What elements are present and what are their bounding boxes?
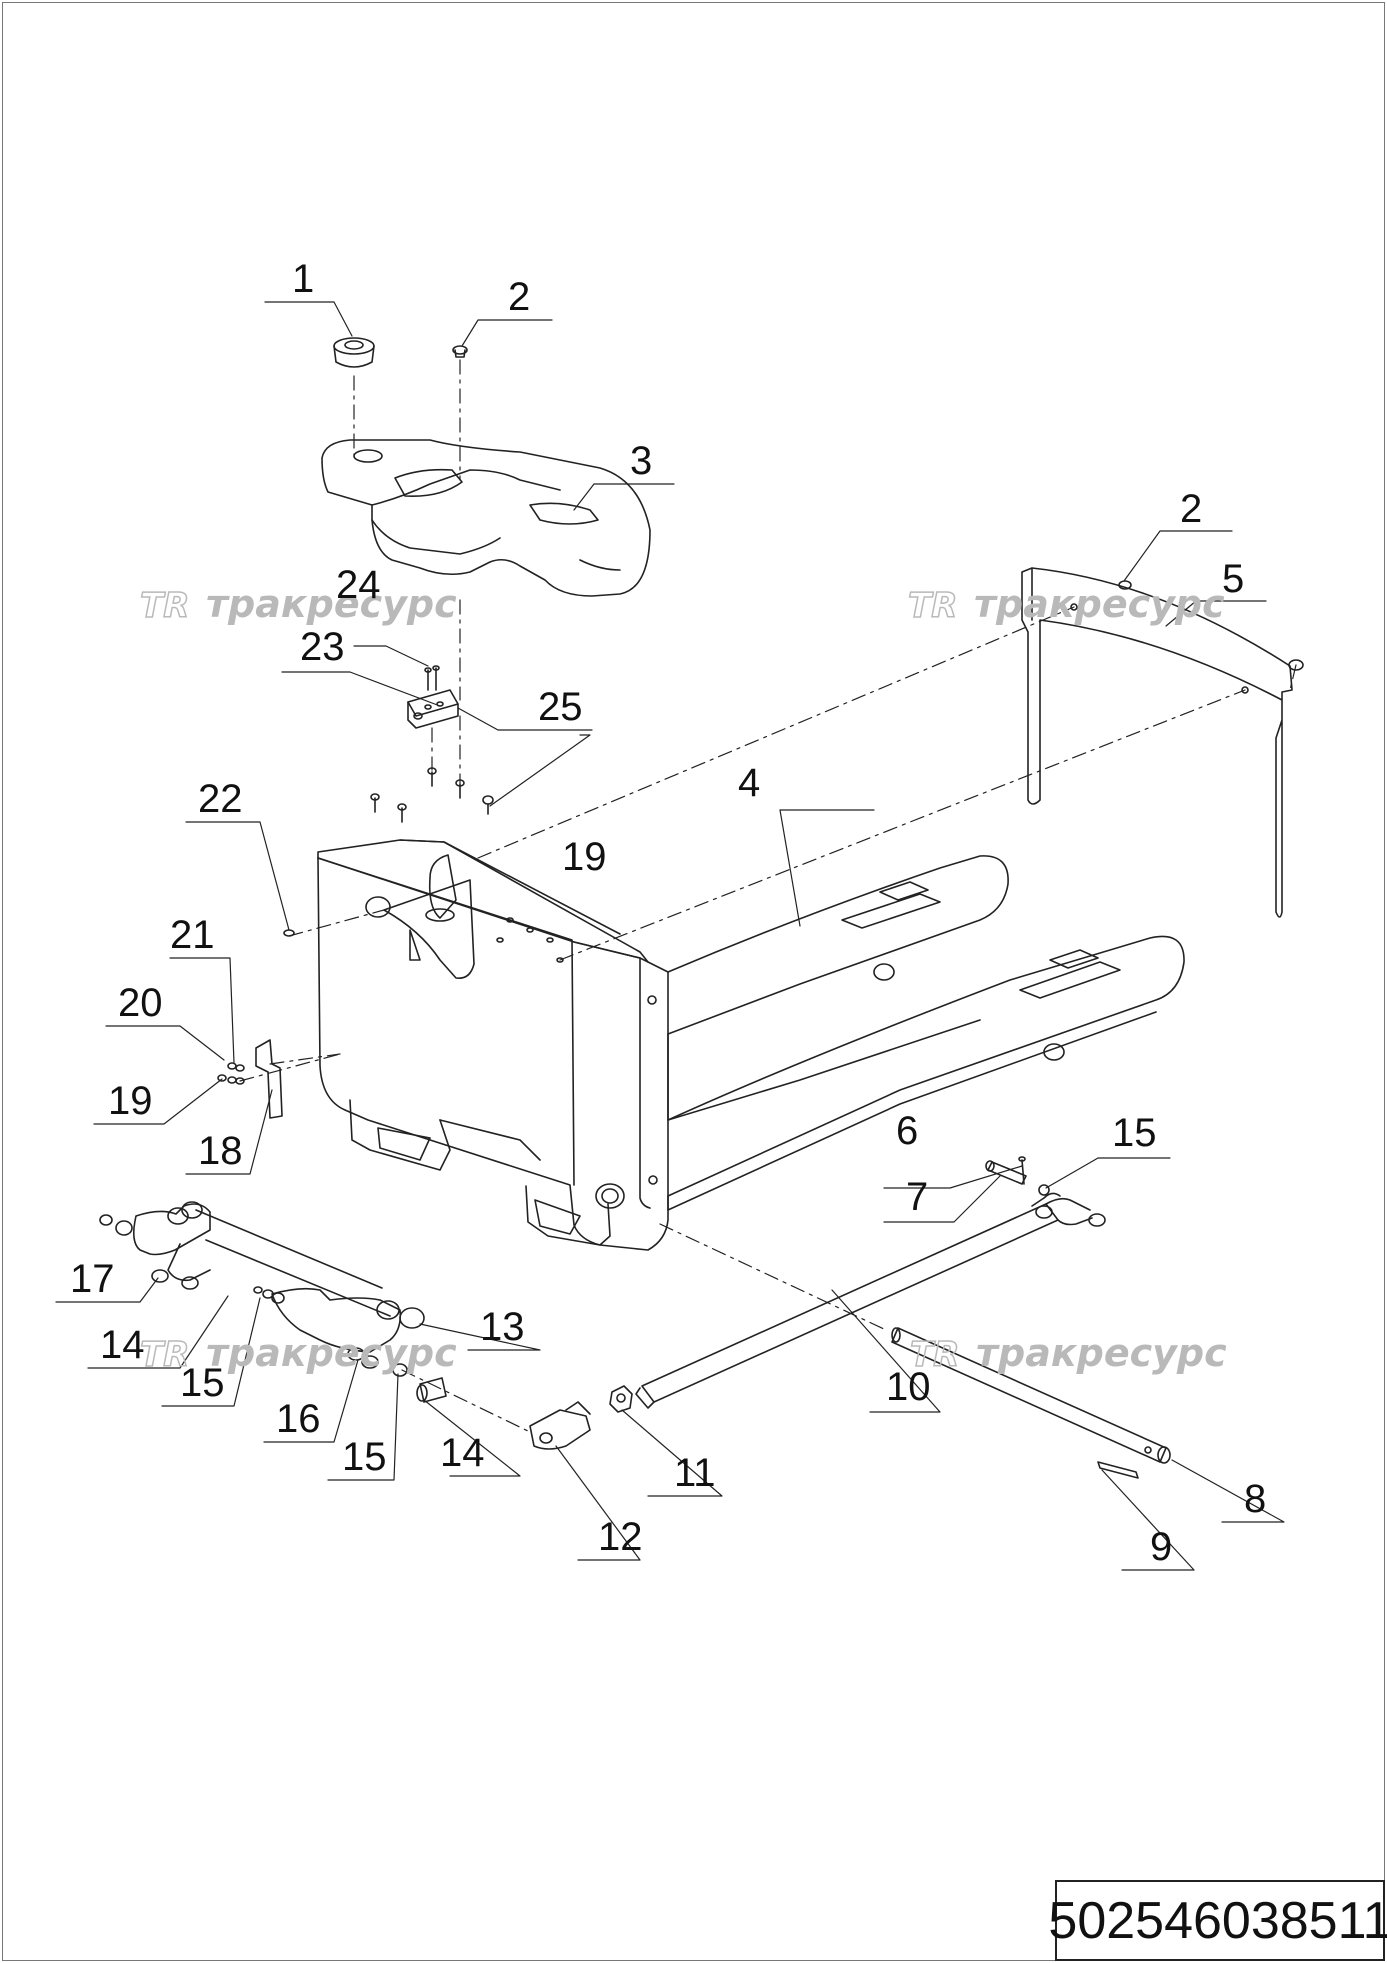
part-drive-rod xyxy=(635,1192,1106,1409)
callout-16: 16 xyxy=(276,1397,321,1441)
callout-9: 9 xyxy=(1150,1525,1172,1569)
callout-leaders xyxy=(55,301,1285,1571)
callout-11: 11 xyxy=(674,1451,716,1495)
callout-4: 4 xyxy=(738,761,760,805)
callout-14-left: 14 xyxy=(100,1323,145,1367)
assembly-axis-lines xyxy=(239,359,1297,1433)
callout-23: 23 xyxy=(300,625,345,669)
callout-6: 6 xyxy=(896,1109,918,1153)
part-clevis xyxy=(529,1401,591,1450)
svg-text:TR: TR xyxy=(140,1335,189,1375)
callout-17: 17 xyxy=(70,1257,115,1301)
watermark-2: TR тракресурс xyxy=(907,582,1225,627)
svg-text:TR: TR xyxy=(908,586,957,626)
callout-25: 25 xyxy=(538,685,583,729)
callout-3: 3 xyxy=(630,439,652,483)
watermark-1: TR тракресурс xyxy=(139,582,457,627)
callout-14-lower: 14 xyxy=(440,1431,485,1475)
part-top-cover xyxy=(321,439,651,597)
svg-text:тракресурс: тракресурс xyxy=(206,582,457,626)
part-cap xyxy=(333,337,375,368)
watermark-4: TR тракресурс xyxy=(909,1331,1227,1376)
callout-8: 8 xyxy=(1244,1477,1266,1521)
callout-10: 10 xyxy=(886,1365,931,1409)
callout-12: 12 xyxy=(598,1515,643,1559)
part-bracket-assembly xyxy=(407,665,459,729)
callout-18: 18 xyxy=(198,1129,243,1173)
callout-15-left: 15 xyxy=(180,1361,225,1405)
callout-5: 5 xyxy=(1222,557,1244,601)
callout-numbers: 1 2 3 2 5 4 24 23 25 22 19 21 20 19 18 6… xyxy=(70,257,1266,1569)
callout-7: 7 xyxy=(906,1175,928,1219)
callout-22: 22 xyxy=(198,777,243,821)
callout-19-left: 19 xyxy=(108,1079,153,1123)
part-pin-clip xyxy=(985,1156,1050,1196)
callout-2-top: 2 xyxy=(508,275,530,319)
svg-text:тракресурс: тракресурс xyxy=(974,582,1225,626)
part-axle xyxy=(891,1327,1171,1479)
callout-15-lower: 15 xyxy=(342,1435,387,1479)
part-rear-plate xyxy=(1021,567,1304,918)
callout-1: 1 xyxy=(292,257,314,301)
svg-text:TR: TR xyxy=(910,1335,959,1375)
svg-text:TR: TR xyxy=(140,586,189,626)
callout-19-top: 19 xyxy=(562,835,607,879)
svg-text:тракресурс: тракресурс xyxy=(976,1331,1227,1375)
part-lower-linkage xyxy=(99,1201,447,1403)
callout-21: 21 xyxy=(170,913,215,957)
callout-15-right: 15 xyxy=(1112,1111,1157,1155)
part-chassis-frame xyxy=(317,839,1185,1251)
callout-13: 13 xyxy=(480,1305,525,1349)
part-nut xyxy=(609,1385,633,1413)
callout-24: 24 xyxy=(336,563,381,607)
part-side-bracket xyxy=(217,1039,283,1119)
drawing-code: 502546038511 xyxy=(1048,1880,1387,1961)
svg-text:тракресурс: тракресурс xyxy=(206,1331,457,1375)
part-screw-top xyxy=(452,345,468,358)
watermark-3: TR тракресурс xyxy=(139,1331,457,1376)
callout-2-right: 2 xyxy=(1180,487,1202,531)
callout-20: 20 xyxy=(118,981,163,1025)
